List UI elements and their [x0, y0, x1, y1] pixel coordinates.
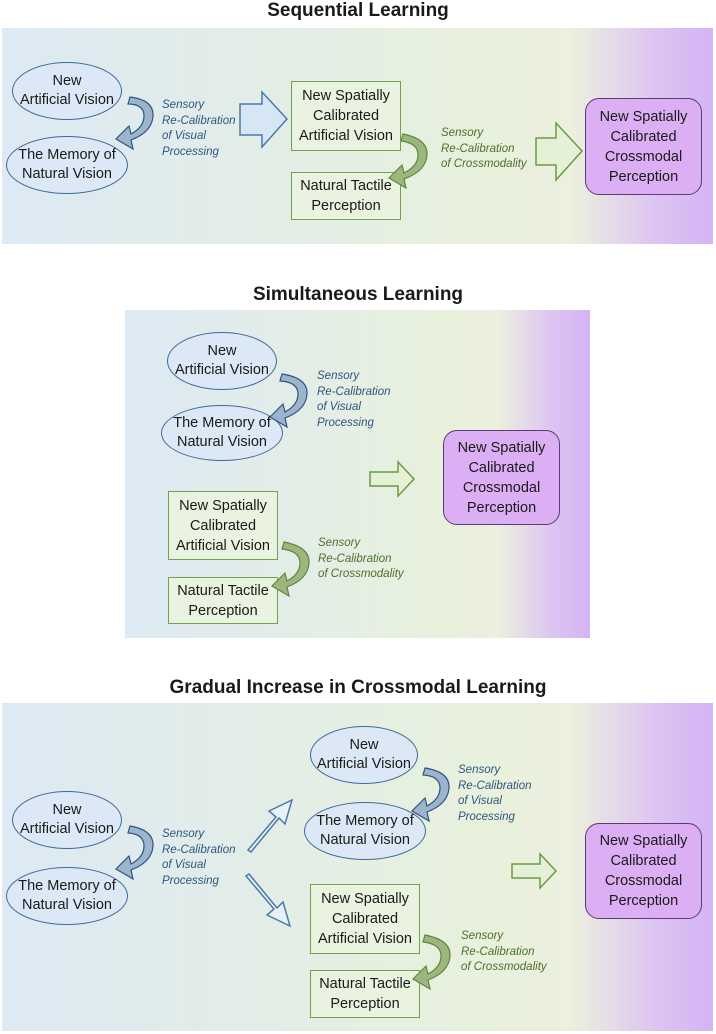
- visual-recalibration-note: Sensory Re-Calibration of Visual Process…: [162, 828, 236, 887]
- curved-arrow-visual: [115, 96, 154, 151]
- spatially-calibrated-vision-box: New Spatially Calibrated Artificial Visi…: [168, 491, 278, 560]
- section-title-gradual: Gradual Increase in Crossmodal Learning: [169, 677, 547, 698]
- natural-tactile-box: Natural Tactile Perception: [291, 172, 401, 220]
- curved-arrow-crossmodal: [271, 541, 310, 598]
- memory-natural-vision-node-upper: The Memory of Natural Vision: [304, 802, 426, 860]
- section-title-sequential: Sequential Learning: [267, 0, 449, 21]
- crossmodal-recalibration-note: Sensory Re-Calibration of Crossmodality: [318, 537, 404, 580]
- new-artificial-vision-node: New Artificial Vision: [12, 791, 122, 849]
- crossmodal-perception-result: New Spatially Calibrated Crossmodal Perc…: [443, 430, 560, 525]
- block-arrow-right: [239, 90, 289, 149]
- block-arrow-up-right: [246, 798, 294, 854]
- memory-natural-vision-node: The Memory of Natural Vision: [161, 405, 283, 461]
- curved-arrow-visual: [115, 825, 154, 881]
- new-artificial-vision-node-upper: New Artificial Vision: [310, 726, 418, 784]
- crossmodal-recalibration-note: Sensory Re-Calibration of Crossmodality: [461, 930, 547, 973]
- curved-arrow-visual: [411, 767, 450, 823]
- curved-arrow-crossmodal: [412, 934, 451, 991]
- memory-natural-vision-node: The Memory of Natural Vision: [6, 867, 128, 925]
- crossmodal-perception-result: New Spatially Calibrated Crossmodal Perc…: [585, 823, 702, 919]
- new-artificial-vision-node: New Artificial Vision: [167, 332, 277, 390]
- block-arrow-right: [535, 121, 584, 182]
- block-arrow-right: [369, 460, 416, 498]
- spatially-calibrated-vision-box: New Spatially Calibrated Artificial Visi…: [310, 884, 420, 954]
- crossmodal-recalibration-note: Sensory Re-Calibration of Crossmodality: [441, 127, 527, 170]
- visual-recalibration-note-upper: Sensory Re-Calibration of Visual Process…: [458, 764, 532, 823]
- crossmodal-perception-result: New Spatially Calibrated Crossmodal Perc…: [585, 98, 702, 195]
- block-arrow-down-right: [244, 872, 292, 928]
- block-arrow-right: [511, 852, 558, 890]
- visual-recalibration-note: Sensory Re-Calibration of Visual Process…: [162, 99, 236, 158]
- memory-natural-vision-node: The Memory of Natural Vision: [6, 136, 128, 194]
- new-artificial-vision-node: New Artificial Vision: [12, 62, 122, 120]
- curved-arrow-visual: [269, 373, 308, 429]
- natural-tactile-box: Natural Tactile Perception: [168, 577, 278, 624]
- visual-recalibration-note: Sensory Re-Calibration of Visual Process…: [317, 370, 391, 429]
- curved-arrow-crossmodal: [388, 133, 428, 190]
- section-title-simultaneous: Simultaneous Learning: [252, 284, 464, 305]
- natural-tactile-box: Natural Tactile Perception: [310, 970, 420, 1018]
- spatially-calibrated-vision-box: New Spatially Calibrated Artificial Visi…: [291, 81, 401, 151]
